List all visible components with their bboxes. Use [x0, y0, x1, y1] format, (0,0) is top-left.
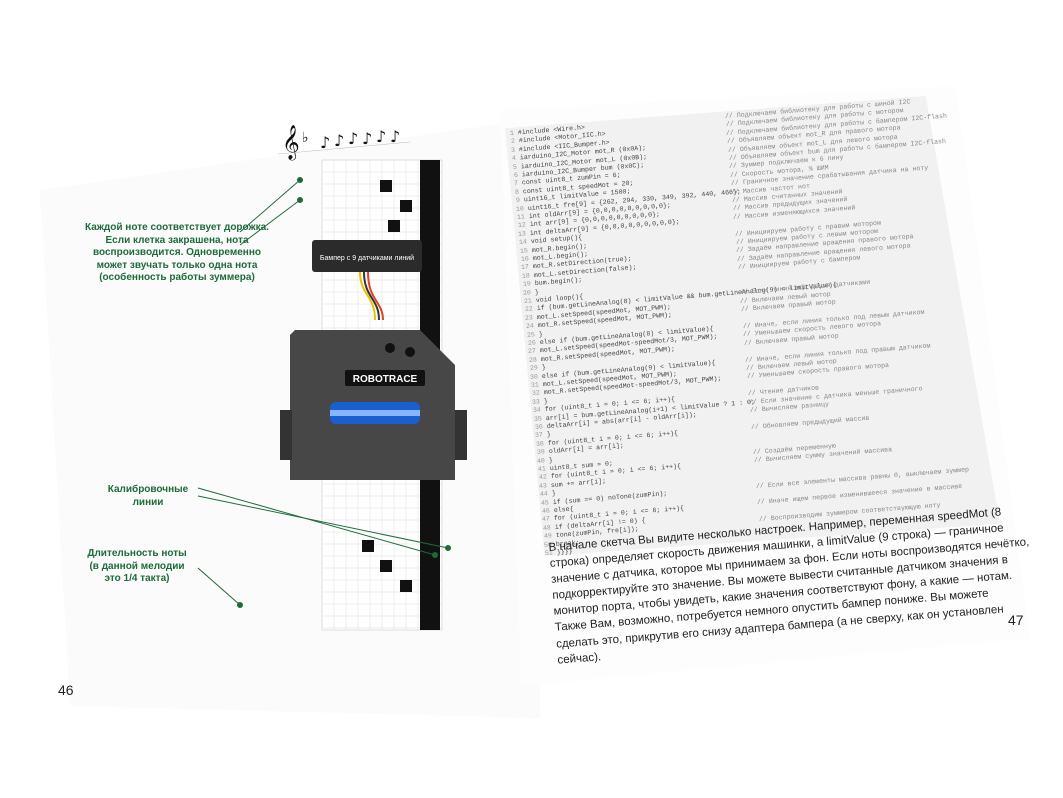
line-number: 31 — [530, 381, 544, 389]
line-number: 17 — [520, 263, 534, 272]
svg-text:♪: ♪ — [334, 131, 344, 150]
line-number: 9 — [515, 196, 524, 205]
annotation-note-track: Каждой ноте соответствует дорожка. Если … — [85, 222, 269, 283]
line-number: 25 — [526, 330, 539, 339]
line-number: 45 — [540, 498, 553, 507]
left-wheel — [280, 410, 292, 460]
line-number: 39 — [536, 448, 549, 457]
line-number: 20 — [523, 288, 536, 297]
line-number: 44 — [539, 490, 553, 499]
code-line: 29 } — [529, 364, 545, 372]
line-number: 43 — [539, 481, 552, 490]
treble-clef-icon: 𝄞 — [282, 125, 300, 161]
line-number: 47 — [541, 515, 555, 524]
line-number: 42 — [538, 473, 551, 482]
code-text: } — [546, 431, 552, 439]
page-number-left: 46 — [58, 682, 74, 698]
line-number: 48 — [542, 523, 556, 532]
line-number: 27 — [527, 347, 541, 356]
line-number: 10 — [516, 204, 529, 213]
line-number: 33 — [532, 397, 545, 406]
line-number: 22 — [524, 305, 537, 314]
code-line: 40 } — [537, 456, 553, 464]
right-wheel — [455, 410, 467, 460]
line-number: 29 — [529, 364, 542, 373]
code-line: 20 } — [523, 288, 539, 296]
robot-track-illustration: 𝄞 ♭ ♪♪♪ ♪♪♪ Бампер с 9 датчиками линий — [277, 125, 467, 631]
page-number-right: 47 — [1008, 612, 1024, 628]
svg-text:♪: ♪ — [362, 129, 372, 148]
line-number: 14 — [518, 238, 532, 247]
code-line: 25 } — [527, 330, 543, 338]
line-number: 21 — [523, 297, 537, 305]
annotation-calibration: Калибровочные линии — [107, 484, 189, 508]
line-number: 15 — [519, 246, 532, 255]
code-listing-panel — [505, 96, 1000, 556]
line-number: 23 — [525, 313, 538, 322]
code-line: 33 } — [532, 398, 548, 406]
line-number: 26 — [527, 339, 540, 347]
code-text: } — [541, 363, 546, 372]
line-number: 41 — [537, 465, 551, 473]
flat-icon: ♭ — [302, 130, 309, 146]
line-number: 24 — [525, 322, 539, 331]
music-notes: ♪♪♪ ♪♪♪ — [320, 127, 400, 152]
svg-text:♪: ♪ — [376, 127, 386, 146]
line-number: 16 — [520, 255, 533, 263]
annotation-duration: Длительность ноты (в данной мелодии это … — [87, 548, 187, 584]
line-number: 46 — [541, 507, 554, 515]
line-number: 34 — [532, 406, 546, 415]
line-number: 38 — [535, 439, 549, 448]
line-number: 12 — [517, 221, 530, 230]
line-number: 30 — [530, 372, 543, 381]
line-number: 6 — [513, 171, 522, 179]
robot-label: ROBOTRACE — [353, 374, 418, 385]
svg-text:♪: ♪ — [320, 133, 330, 152]
code-text: } — [551, 489, 557, 498]
code-text: } — [538, 330, 543, 338]
line-number: 11 — [516, 213, 530, 221]
bumper-board — [312, 240, 422, 272]
line-number: 19 — [522, 280, 535, 289]
line-number: 28 — [528, 355, 542, 364]
line-number: 32 — [531, 389, 544, 398]
line-number: 18 — [521, 271, 535, 280]
line-number: 36 — [534, 423, 547, 431]
line-number: 35 — [533, 414, 546, 423]
line-number: 37 — [534, 431, 548, 440]
line-number: 2 — [510, 137, 519, 146]
svg-text:♪: ♪ — [348, 129, 358, 148]
bumper-label: Бампер с 9 датчиками линий — [320, 254, 414, 262]
line-number: 40 — [537, 456, 550, 465]
svg-text:♪: ♪ — [390, 127, 400, 146]
